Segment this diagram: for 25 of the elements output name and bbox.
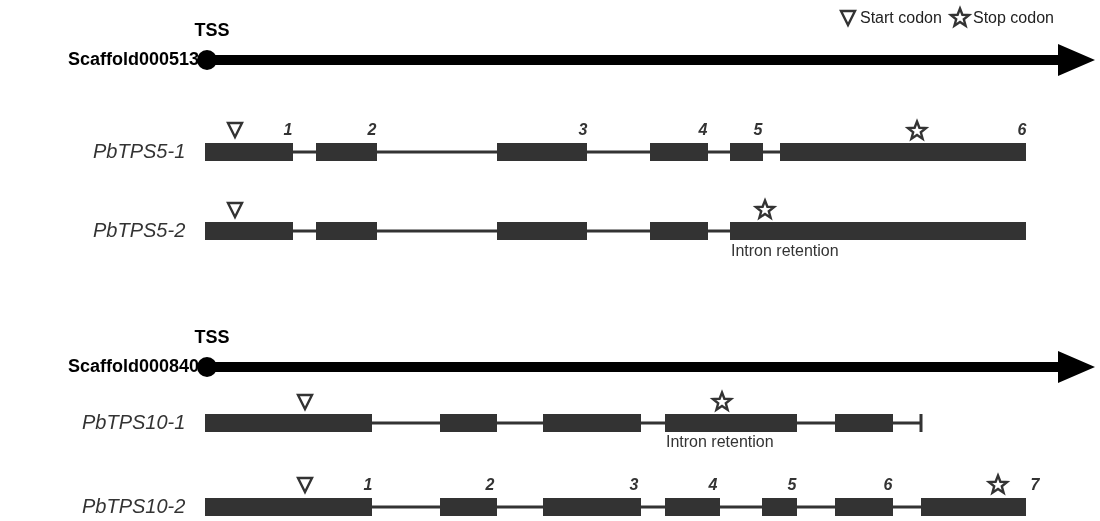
exon-number: 7 (1030, 477, 1040, 493)
legend-label: Stop codon (973, 10, 1054, 26)
tss-label: TSS (194, 328, 230, 346)
exon-number: 5 (787, 477, 797, 493)
gene-label: PbTPS5-2 (93, 220, 186, 240)
gene-label: PbTPS5-1 (93, 141, 186, 161)
exon-number: 5 (753, 122, 763, 138)
gene-label: PbTPS10-2 (82, 496, 186, 516)
exon-number: 4 (698, 122, 708, 138)
exon-number: 2 (367, 122, 377, 138)
annotation-label: Intron retention (666, 434, 774, 450)
tss-label: TSS (194, 21, 230, 39)
legend-label: Start codon (860, 10, 942, 26)
exon-number: 6 (883, 477, 893, 493)
gene-label: PbTPS10-1 (82, 412, 186, 432)
exon-number: 2 (485, 477, 495, 493)
exon-number: 3 (629, 477, 639, 493)
exon-number: 4 (708, 477, 718, 493)
scaffold-label: Scaffold000513 (68, 50, 200, 68)
exon-number: 6 (1017, 122, 1027, 138)
exon-number: 1 (363, 477, 373, 493)
scaffold-label: Scaffold000840 (68, 357, 200, 375)
annotation-label: Intron retention (731, 243, 839, 259)
exon-number: 1 (283, 122, 293, 138)
exon-number: 3 (578, 122, 588, 138)
